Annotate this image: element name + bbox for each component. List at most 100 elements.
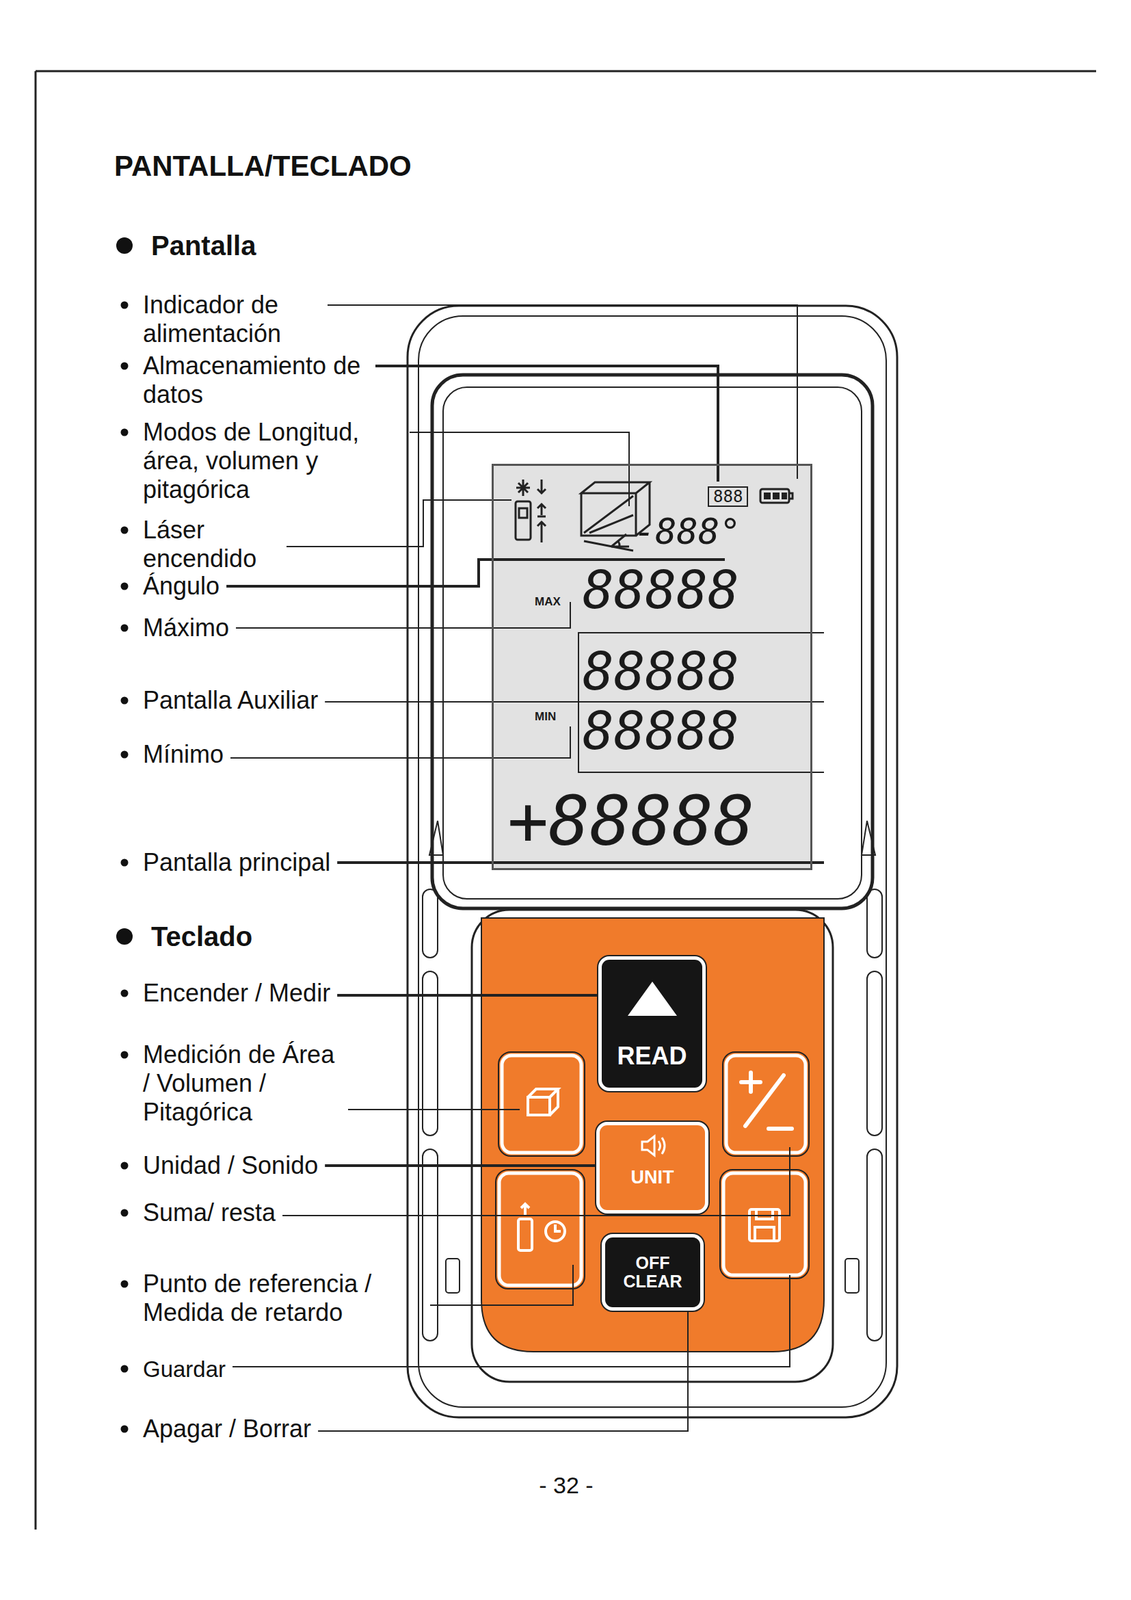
area-volume-button (498, 1051, 585, 1156)
callout-label: Suma/ resta (142, 1198, 276, 1227)
leader-line (235, 601, 571, 628)
housing (422, 888, 438, 958)
button-label: OFF CLEAR (622, 1253, 684, 1292)
housing (445, 1258, 460, 1293)
callout-label: Almacenamiento de datos (142, 351, 369, 409)
lcd-icons (611, 534, 630, 547)
save-button (723, 1172, 806, 1275)
off-clear-button: OFF CLEAR (601, 1233, 704, 1311)
lcd-icons (763, 492, 771, 500)
leader-line (286, 499, 512, 547)
housing (443, 387, 862, 899)
bullet (121, 1364, 129, 1373)
reference-timer-button (518, 1218, 532, 1250)
lcd-icons (537, 479, 546, 543)
unit-button: UNIT (596, 1121, 709, 1214)
housing (422, 1148, 438, 1341)
plus-minus-button (741, 1072, 792, 1129)
area-volume-button (498, 1051, 585, 1156)
plus-minus-button (722, 1051, 809, 1156)
housing (471, 909, 833, 1382)
callout-label: Medición de Área / Volumen / Pitagórica (142, 1040, 342, 1127)
area-volume-button (527, 1096, 550, 1115)
housing (861, 820, 876, 855)
callout-label: Indicador de alimentación (142, 290, 321, 349)
lcd-readout: +88888 (507, 787, 755, 856)
bullet (116, 237, 133, 1433)
bullet (121, 1161, 129, 1170)
lcd-icons (515, 479, 793, 551)
leader-line (282, 1146, 790, 1216)
leader-line (317, 1308, 688, 1431)
leader-line (327, 304, 798, 479)
lcd-icons (519, 508, 528, 518)
housing (429, 820, 444, 855)
save-button (749, 1208, 780, 1241)
callout-label: Apagar / Borrar (142, 1414, 312, 1443)
read-button: READ (598, 955, 706, 1091)
callout-label: Punto de referencia / Medida de retardo (142, 1269, 424, 1327)
lcd-icons (583, 495, 634, 551)
lcd-readout: -888° (633, 513, 742, 550)
bullet (121, 696, 129, 705)
housing (867, 1148, 883, 1341)
read-triangle (627, 981, 677, 1016)
page-number: - 32 - (538, 1470, 593, 1499)
lcd-readout: 88888 (582, 704, 740, 757)
callout-label: Modos de Longitud, área, volumen y pitag… (142, 417, 403, 504)
lcd-icons (772, 492, 780, 500)
reference-timer-button (495, 1169, 585, 1289)
reference-timer-button (555, 1223, 561, 1231)
bullet (121, 526, 129, 535)
lcd-readout: MAX (534, 595, 561, 608)
lcd-background (491, 463, 813, 870)
save-button (754, 1226, 775, 1241)
lcd-readout: MIN (534, 710, 556, 723)
leader-line (409, 432, 630, 507)
reference-timer-button (495, 1169, 585, 1289)
callout-label: Unidad / Sonido (142, 1150, 318, 1180)
save-button (749, 1208, 780, 1241)
callout-label: Láser encendido (142, 515, 280, 574)
callout-label: Máximo (142, 613, 230, 643)
housing (867, 970, 883, 1136)
housing (432, 374, 873, 909)
leader-line (324, 700, 824, 703)
bullet (121, 989, 129, 997)
callout-label: Encender / Medir (142, 978, 331, 1008)
area-volume-button (527, 1088, 558, 1115)
lcd-icons (781, 492, 788, 500)
housing (845, 1258, 859, 1293)
speaker-icon (639, 1133, 670, 1158)
lcd-icons (763, 492, 788, 500)
area-volume-button (527, 1088, 558, 1115)
leader-bracket (578, 632, 824, 773)
bullet (121, 1425, 129, 1433)
lcd-readout: 88888 (582, 645, 740, 698)
bullet (121, 624, 129, 632)
section-heading: Pantalla (151, 229, 256, 262)
leader-line (230, 726, 571, 758)
page-frame (35, 71, 1097, 1529)
callout-label: Guardar (142, 1355, 226, 1382)
bullet (121, 428, 129, 437)
button-label: UNIT (631, 1167, 675, 1188)
bullet (121, 858, 129, 867)
bullet (121, 750, 129, 759)
page-frame (35, 70, 1097, 73)
reference-timer-button (521, 1203, 530, 1215)
area-volume-button (501, 1055, 582, 1153)
bullet (121, 301, 129, 310)
leader-line (348, 1108, 520, 1110)
plus-minus-button (726, 1055, 806, 1153)
speaker-icon (658, 1137, 665, 1154)
bullet (116, 927, 133, 945)
reference-timer-button (499, 1172, 582, 1285)
lcd-readout: 88888 (582, 564, 740, 617)
lcd-readout: 888 (707, 486, 749, 507)
callout-label: Mínimo (142, 739, 224, 769)
lcd-icons (516, 479, 530, 496)
bullet (121, 1208, 129, 1217)
speaker-icon (642, 1135, 665, 1155)
